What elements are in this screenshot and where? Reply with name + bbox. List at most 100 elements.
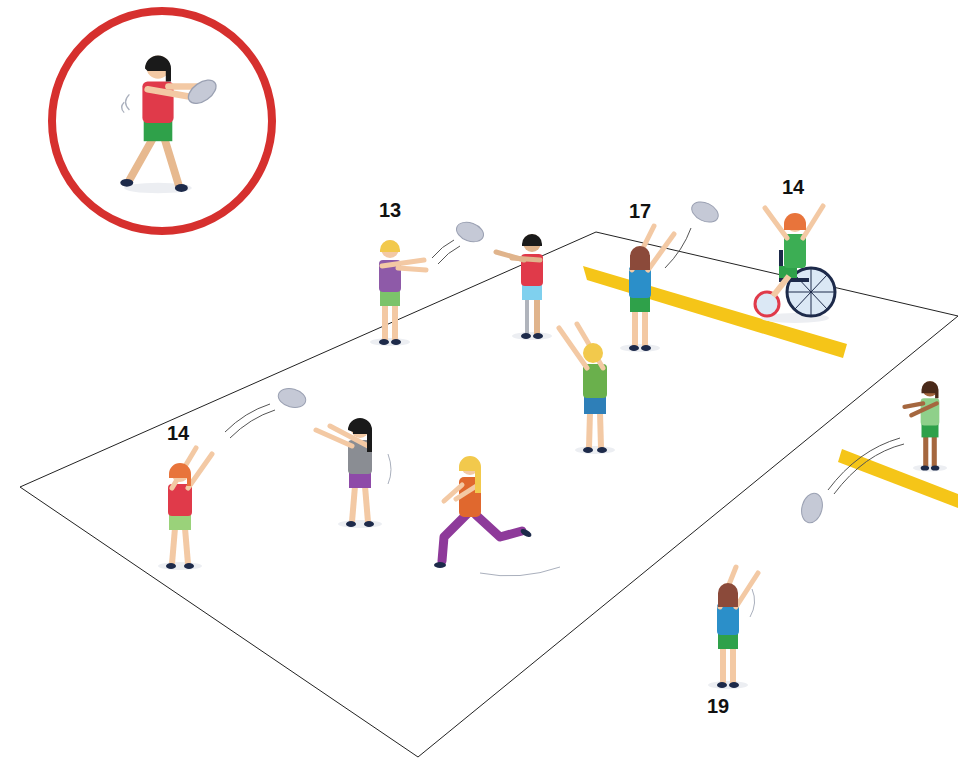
arm [148,89,192,97]
shoe [931,465,940,470]
shadow [575,446,615,454]
arm [382,260,424,266]
motion-line [388,454,391,484]
shoe [175,184,188,192]
hair [169,463,191,486]
shadow [158,562,202,570]
shorts [380,290,400,306]
leg [932,436,937,467]
flight-line [225,404,275,438]
leg [589,412,590,448]
shoe [120,179,133,187]
child-figure [434,456,560,576]
arm [911,403,937,415]
child-figure [620,226,674,352]
head [381,240,399,258]
leg [172,528,175,564]
shorts [522,284,542,300]
rugby-ball [689,198,722,226]
shoe [629,345,639,351]
callout-number: 19 [707,696,729,716]
leg [632,310,638,346]
head [523,234,541,252]
leg [642,310,648,346]
leg [382,304,388,340]
shadow [913,465,947,472]
leg [129,139,152,181]
inset-circle [52,11,272,231]
rugby-ball [276,386,308,411]
flight-line [432,240,460,264]
child-figure [496,234,552,340]
child-figure [158,448,212,570]
hair [145,55,171,81]
shorts [144,120,173,141]
child-figure [120,55,220,193]
rugby-ball [184,75,220,108]
rugby-ball [798,491,825,525]
leg [773,276,789,296]
hair [522,234,542,246]
callout-number: 14 [167,423,189,443]
leg [600,412,601,448]
arm [188,454,212,488]
flight-line [665,228,691,268]
shoe [166,563,176,569]
shadow [620,344,660,352]
shoe [641,345,651,351]
callout-number: 14 [782,177,804,197]
hair [380,240,400,252]
hair [922,381,939,398]
child-figure [708,567,758,689]
shorts [630,296,650,312]
callout-number: 13 [379,200,401,220]
child-figure [316,418,391,528]
leg [185,528,188,564]
shoe [434,562,446,568]
arm [577,324,603,368]
shadow [370,338,410,346]
shorts [349,472,371,488]
leg [165,139,179,186]
leg [365,486,368,522]
hair [459,456,481,493]
shoe [184,563,194,569]
leg [476,515,522,537]
leg [923,436,928,467]
hair [784,213,806,230]
child-figure [905,381,948,471]
leg [442,513,468,561]
child-figure [755,206,835,323]
motion-line [122,94,130,112]
arm [905,403,924,406]
shoe [533,333,543,339]
shorts [922,424,939,438]
arm [512,258,540,260]
leg [352,486,355,522]
child-figure [370,240,426,346]
flight-line [828,438,904,494]
shoe [597,447,607,453]
hair [348,418,372,452]
shadow [512,332,552,340]
shoe [519,527,532,538]
yellow-marker-bar [838,449,958,508]
leg [534,298,540,334]
shoe [391,339,401,345]
motion-line [750,589,755,617]
leg [720,647,726,683]
shoe [521,333,531,339]
arm [648,234,674,270]
rugby-ball [454,219,486,245]
hair [718,583,738,607]
shoe [921,465,930,470]
prosthetic-leg [525,298,529,334]
callout-number: 17 [629,201,651,221]
hair [630,246,650,270]
child-figure [559,324,615,454]
shoe [583,447,593,453]
leg [730,647,736,683]
